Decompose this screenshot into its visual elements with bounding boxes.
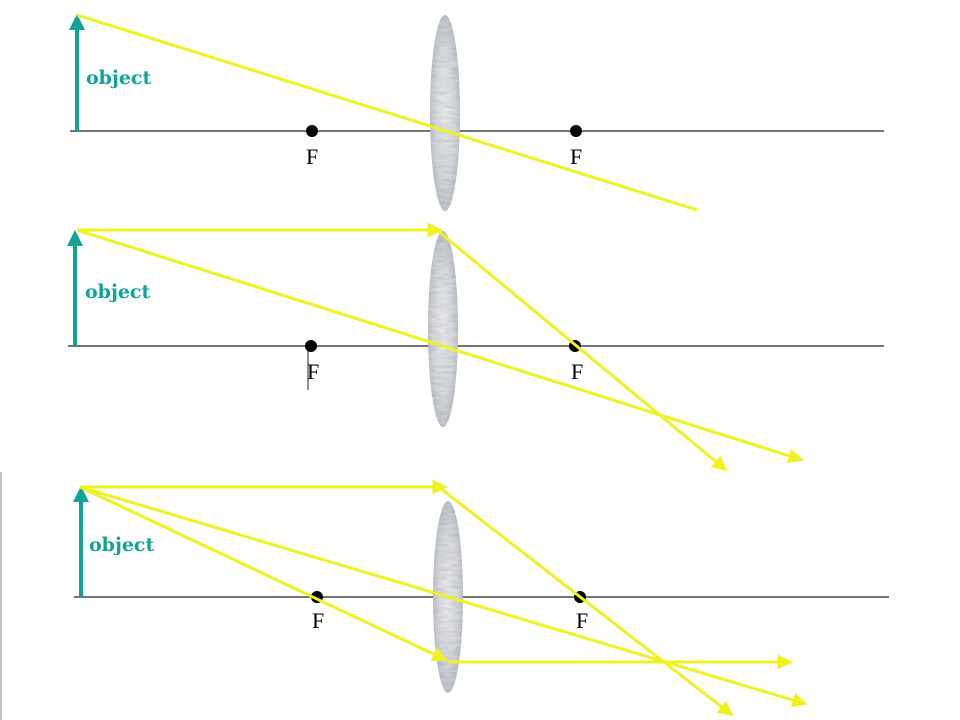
focal-point-left [305,340,317,352]
focal-point-right [570,125,582,137]
focal-label-right: F [576,608,588,633]
object-label: object [86,67,151,89]
central-ray [76,13,698,212]
converging-lens [430,15,460,211]
focal-label-left: F [306,144,318,169]
focal-label-left: F [312,608,324,633]
diagram-2: object F F [67,222,884,472]
focal-label-left: F [307,359,319,384]
parallel-ray-refracted [439,486,734,717]
diagram-1: object F F [69,13,884,212]
diagram-3: object F F [0,472,889,720]
object-label: object [89,534,154,556]
parallel-ray-refracted [437,229,728,472]
focal-ray-incoming [79,485,448,662]
focal-point-left [306,125,318,137]
focal-label-right: F [570,144,582,169]
central-ray [76,228,804,464]
object-label: object [85,281,150,303]
converging-lens [428,231,458,427]
central-ray [79,485,808,708]
focal-label-right: F [571,359,583,384]
